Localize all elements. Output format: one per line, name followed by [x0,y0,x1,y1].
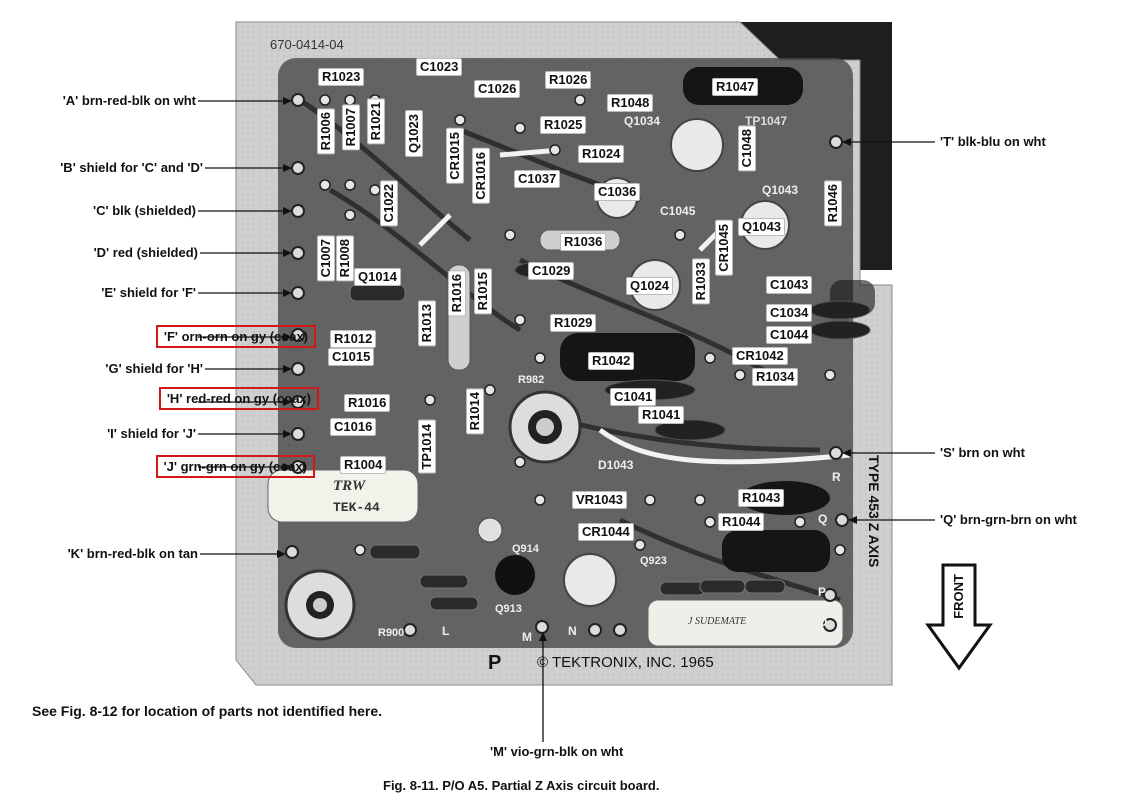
component-label: R1024 [578,145,625,163]
front-arrow [925,563,993,671]
component-label: R1036 [560,233,607,251]
component-label: R1026 [545,71,592,89]
component-label: Q1043 [762,183,799,197]
component-label: Q1023 [405,110,423,158]
lead-label-m: 'M' vio-grn-blk on wht [490,744,624,759]
lead-label-e: 'E' shield for 'F' [101,285,196,300]
component-label: CR1016 [472,148,490,204]
component-label: Q1043 [738,218,786,236]
lead-label-j: 'J' grn-grn on gy (coax) [155,455,315,478]
component-label: C1034 [766,304,813,322]
component-label: TP1014 [418,420,436,474]
figure-caption: Fig. 8-11. P/O A5. Partial Z Axis circui… [383,778,660,793]
component-label: R1013 [418,300,436,347]
pin-label-l: L [442,624,450,638]
component-label: CR1045 [715,220,733,276]
component-label: R1016 [344,394,391,412]
lead-label-d: 'D' red (shielded) [93,245,198,260]
front-label: FRONT [951,574,966,619]
lead-label-f: 'F' orn-orn on gy (coax) [155,325,316,348]
component-label: R1015 [474,268,492,315]
component-label: R1034 [752,368,799,386]
component-label: C1041 [610,388,657,406]
lead-label-c: 'C' blk (shielded) [93,203,196,218]
component-label: C1036 [594,183,641,201]
component-label: C1048 [738,125,756,172]
lead-label-a: 'A' brn-red-blk on wht [62,93,196,108]
trw-model: TEK-44 [333,500,380,515]
component-label: R1007 [342,104,360,151]
figure-note: See Fig. 8-12 for location of parts not … [32,703,383,719]
component-label: Q913 [495,603,522,615]
component-label: C1023 [416,58,463,76]
component-label: C1043 [766,276,813,294]
pin-label-q: Q [818,512,828,526]
component-label: C1045 [660,204,696,218]
board-corner-letter: P [488,652,502,674]
lead-label-b: 'B' shield for 'C' and 'D' [60,160,203,175]
component-label: C1044 [766,326,813,344]
component-label: R900 [378,627,405,639]
lead-label-q: 'Q' brn-grn-brn on wht [940,512,1077,527]
component-label: R1043 [738,489,785,507]
component-label: Q914 [512,543,539,555]
component-label: R1023 [318,68,365,86]
component-label: C1015 [328,348,375,366]
component-label: C1026 [474,80,521,98]
component-label: C1037 [514,170,561,188]
lead-label-t: 'T' blk-blu on wht [940,134,1046,149]
component-label: R1016 [448,270,466,317]
sprague-label: J SUDEMATE [688,616,747,627]
component-label: R1021 [367,98,385,145]
component-label: C1022 [380,180,398,227]
component-label: CR1042 [732,347,788,365]
lead-label-g: 'G' shield for 'H' [105,361,203,376]
part-number: 670-0414-04 [270,37,344,52]
component-label: Q1014 [354,268,402,286]
component-label: CR1015 [446,128,464,184]
component-label: R1048 [607,94,654,112]
component-label: CR1044 [578,523,634,541]
component-label: Q923 [640,555,667,567]
component-label: R1041 [638,406,685,424]
component-label: Q1034 [624,114,661,128]
component-label: R1004 [340,456,387,474]
lead-label-h: 'H' red-red on gy (coax) [158,387,319,410]
component-label: C1007 [317,235,335,282]
component-label: R1042 [588,352,635,370]
component-label: R1006 [317,108,335,155]
component-label: C1016 [330,418,377,436]
trw-brand: TRW [333,478,366,494]
component-label: R1029 [550,314,597,332]
component-label: R1012 [330,330,377,348]
component-label: VR1043 [572,491,627,509]
component-label: C1029 [528,262,575,280]
lead-label-s: 'S' brn on wht [940,445,1025,460]
lead-label-k: 'K' brn-red-blk on tan [67,546,198,561]
pin-label-o: O [818,615,828,629]
pin-label-n: N [568,624,577,638]
board-copyright: © TEKTRONIX, INC. 1965 [537,654,714,671]
component-label: R1014 [466,388,484,435]
component-label: R1046 [824,180,842,227]
lead-label-i: 'I' shield for 'J' [107,426,196,441]
component-label: R982 [518,374,545,386]
component-label: TP1047 [745,114,788,128]
component-label: Q1024 [626,277,674,295]
pin-label-m: M [522,630,532,644]
component-label: R1047 [712,78,759,96]
component-label: D1043 [598,458,634,472]
pin-label-r: R [832,470,841,484]
component-label: R1008 [336,235,354,282]
pin-label-p: P [818,585,827,599]
component-label: R1033 [692,258,710,305]
board-type-label: TYPE 453 Z AXIS [866,455,882,568]
component-label: R1044 [718,513,765,531]
component-label: R1025 [540,116,587,134]
